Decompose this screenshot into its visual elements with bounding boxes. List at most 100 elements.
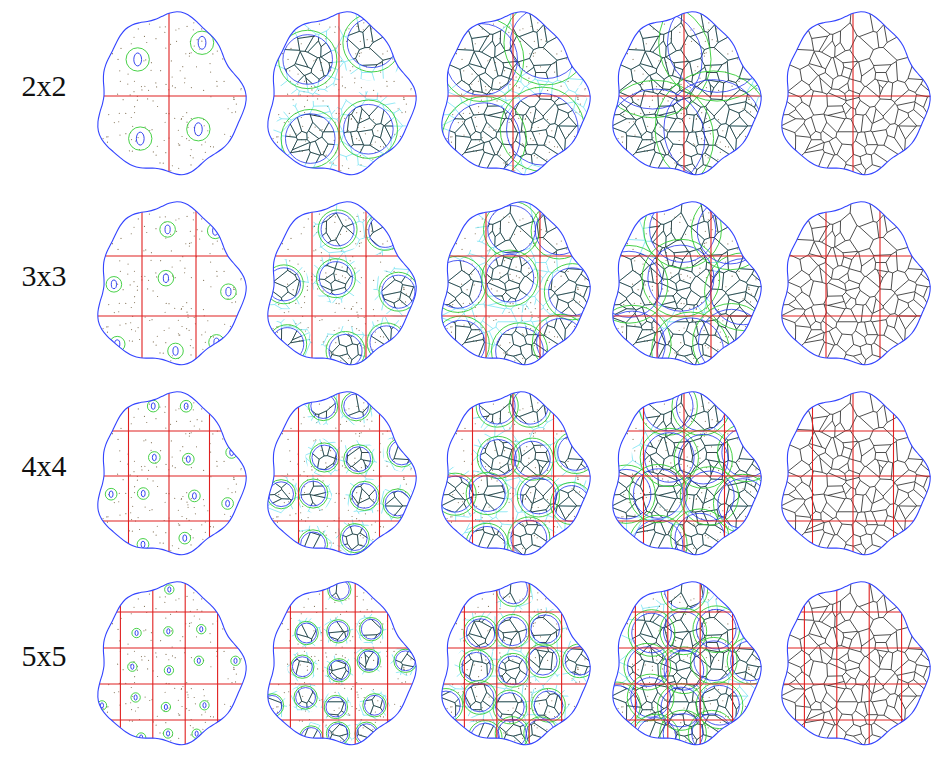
sample-dot [554,526,555,527]
sample-dot [403,287,404,288]
sample-dot [185,243,186,244]
sample-dot [485,89,486,90]
growth-circle [187,118,210,141]
voronoi-panel [427,1,599,191]
sample-dot [107,332,108,333]
sample-dot [234,99,235,100]
sample-dot [165,406,166,407]
sample-dot [748,287,749,288]
sample-dot [482,327,483,328]
sample-dot [500,155,501,156]
sample-dot [367,39,368,40]
sample-dot [189,330,190,331]
sample-dot [627,53,628,54]
sample-dot [168,327,169,328]
sample-dot [170,44,171,45]
sample-dot [151,319,152,320]
sample-dot [326,155,327,156]
sample-dot [693,130,694,131]
sample-dot [209,253,210,254]
sample-dot [361,277,362,278]
sample-dot [348,510,349,511]
voronoi-cells [253,381,425,571]
sample-dot [743,298,744,299]
sample-dot [523,524,524,525]
sample-dot [194,507,195,508]
sample-dot [646,43,647,44]
sample-dot [157,106,158,107]
sample-dot [325,272,326,273]
sample-dot [290,461,291,462]
voronoi-panel [253,381,425,571]
sample-dot [153,341,154,342]
sample-dot [348,333,349,334]
sample-dot [720,141,721,142]
grid-line [603,315,765,316]
sample-dot [212,243,213,244]
seed-ellipse [152,454,156,460]
sample-dot [131,423,132,424]
sample-dot [503,162,504,163]
sample-dot [545,28,546,29]
sample-dot [585,88,586,89]
sample-dot [373,470,374,471]
seed-ellipse [186,456,190,462]
sample-dot [168,303,169,304]
sample-dot [233,99,234,100]
sample-dot [545,231,546,232]
sample-dot [456,243,457,244]
sample-dot [190,155,191,156]
sample-dot [319,24,320,25]
sample-dot [181,308,182,309]
sample-dot [107,522,108,523]
sample-dot [138,327,139,328]
sample-dot [549,521,550,522]
sample-dot [300,94,301,95]
sample-dot [187,507,188,508]
sample-dot [171,60,172,61]
sample-dot [522,218,523,219]
sample-dot [689,118,690,119]
sample-dot [311,89,312,90]
sample-dot [348,358,349,359]
sample-dot [223,461,224,462]
sample-dot [151,509,152,510]
sample-dot [727,243,728,244]
sample-dot [329,542,330,543]
sample-dot [373,119,374,120]
sample-dot [186,502,187,503]
sample-dot [301,519,302,520]
sample-dot [277,142,278,143]
sample-dot [499,462,500,463]
growth-circle [105,488,117,500]
sample-dot [308,327,309,328]
sample-dot [165,237,166,238]
front-outline [446,24,518,96]
sample-dot [458,502,459,503]
sample-dot [653,137,654,138]
sample-dot [478,486,479,487]
sample-dot [335,274,336,275]
front-outline [301,481,326,506]
sample-dot [125,303,126,304]
sample-dot [230,136,231,137]
sample-dot [301,43,302,44]
sample-dot [102,518,103,519]
sample-dot [345,219,346,220]
sample-dot [463,514,464,515]
sample-dot [507,353,508,354]
sample-dot [530,518,531,519]
sample-dot [342,465,343,466]
seed-ellipse [163,274,168,283]
sample-dot [377,320,378,321]
seed-ellipse [165,225,170,234]
sample-dot [157,336,158,337]
sample-dot [201,231,202,232]
sample-dot [133,227,134,228]
sample-dot [664,24,665,25]
sample-dot [325,462,326,463]
sample-dot [533,435,534,436]
sample-dot [621,136,622,137]
sample-dot [708,29,709,30]
sample-dot [212,53,213,54]
